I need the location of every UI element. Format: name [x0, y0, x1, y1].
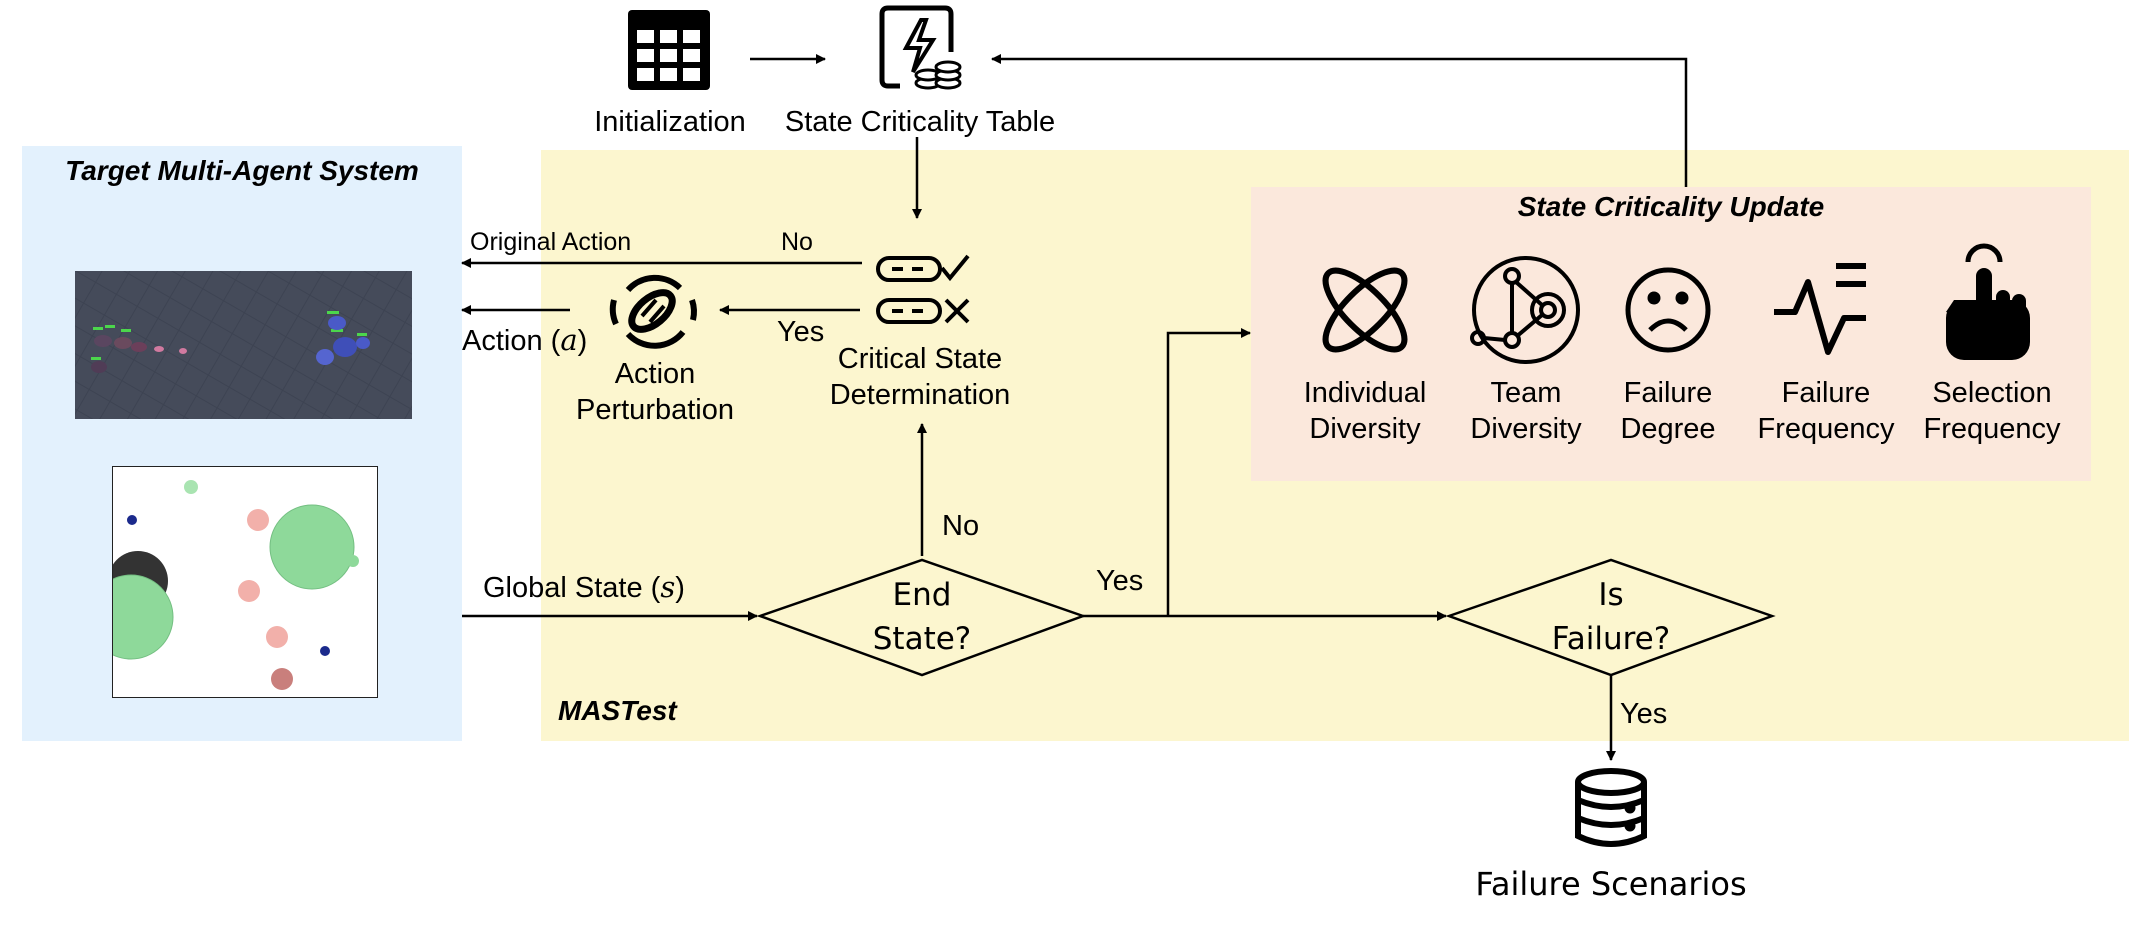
metric-line2: Frequency: [1757, 413, 1895, 445]
pulse-icon: [1774, 263, 1866, 355]
critical-state-line2: Determination: [829, 379, 1011, 411]
action-label: Action (a): [462, 323, 588, 357]
action-perturbation-label: Action Perturbation: [555, 356, 755, 428]
critical-state-line1: Critical State: [837, 343, 1003, 375]
end-state-line2: State?: [872, 621, 972, 657]
is-failure-line1: Is: [1598, 577, 1624, 613]
database-icon: [1575, 768, 1647, 847]
hand-tap-icon: [1946, 243, 2030, 360]
metric-line2: Degree: [1620, 413, 1716, 445]
arrow-to-update: [1166, 328, 1251, 616]
atom-icon: [1322, 267, 1408, 353]
sad-face-icon: [1625, 267, 1711, 353]
metric-line1: Failure: [1623, 377, 1713, 409]
metric-line2: Frequency: [1923, 413, 2061, 445]
yes-label-end: Yes: [1096, 565, 1144, 597]
is-failure-label: Is Failure?: [1521, 573, 1701, 661]
metric-selection-frequency: Selection Frequency: [1912, 375, 2072, 447]
is-failure-line2: Failure?: [1551, 621, 1671, 657]
perturbation-icon: [609, 274, 697, 349]
metric-failure-degree: Failure Degree: [1588, 375, 1748, 447]
original-action-label: Original Action: [470, 228, 632, 256]
yes-label-failure: Yes: [1620, 698, 1668, 730]
table-grid-icon: [628, 10, 710, 90]
state-table-label: State Criticality Table: [784, 106, 1056, 138]
is-failure-diamond: [1445, 558, 1776, 677]
perturbation-line1: Action: [614, 358, 696, 390]
critical-state-label: Critical State Determination: [800, 341, 1040, 413]
arrow-update-to-table: [991, 54, 1688, 187]
metric-line1: Failure: [1781, 377, 1871, 409]
particle-environment: [112, 466, 378, 698]
metric-line2: Diversity: [1470, 413, 1582, 445]
metric-line1: Selection: [1932, 377, 2052, 409]
target-system-title: Target Multi-Agent System: [65, 155, 419, 186]
end-state-diamond: [756, 558, 1087, 677]
metric-line1: Team: [1490, 377, 1562, 409]
metric-line1: Individual: [1303, 377, 1427, 409]
left-units: [91, 325, 187, 373]
right-units: [316, 311, 370, 365]
game-scene: [75, 271, 412, 419]
team-network-icon: [1470, 256, 1580, 364]
no-label-top: No: [781, 228, 813, 256]
end-state-line1: End: [892, 577, 952, 613]
no-label-end: No: [942, 510, 980, 542]
metric-line2: Diversity: [1309, 413, 1421, 445]
metric-individual-diversity: Individual Diversity: [1285, 375, 1445, 447]
update-panel-title: State Criticality Update: [1517, 191, 1825, 222]
yes-label-perturb: Yes: [777, 316, 825, 348]
global-state-label: Global State (s): [483, 570, 685, 604]
game-screenshot: [75, 271, 412, 419]
metric-team-diversity: Team Diversity: [1446, 375, 1606, 447]
failure-scenarios-label: Failure Scenarios: [1475, 865, 1747, 903]
mastest-title: MASTest: [558, 695, 677, 726]
metric-failure-frequency: Failure Frequency: [1746, 375, 1906, 447]
perturbation-line2: Perturbation: [576, 394, 734, 426]
criticality-toggle-icon: [876, 254, 970, 324]
initialization-label: Initialization: [594, 106, 746, 138]
state-table-icon: [879, 5, 962, 90]
end-state-label: End State?: [842, 573, 1002, 661]
particle-scene: [113, 480, 359, 690]
